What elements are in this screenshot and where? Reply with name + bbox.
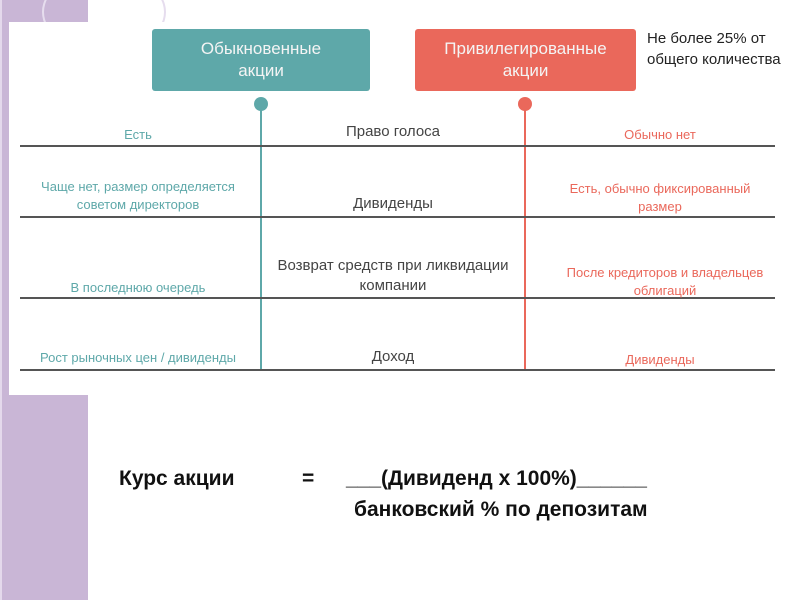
criterion-dividends: Дивиденды <box>353 195 433 212</box>
row-divider <box>20 297 775 299</box>
row-divider <box>20 145 775 147</box>
common-voting: Есть <box>124 127 152 142</box>
preferred-header-label: Привилегированные акции <box>444 39 607 80</box>
preferred-axis <box>524 104 526 370</box>
preferred-note: Не более 25% от общего количества <box>647 30 781 68</box>
common-liquidation: В последнюю очередь <box>70 280 206 295</box>
row-divider <box>20 369 775 371</box>
criterion-voting: Право голоса <box>345 123 441 140</box>
common-income: Рост рыночных цен / дивиденды <box>40 350 236 365</box>
comparison-diagram <box>9 22 779 395</box>
criterion-liquidation: Возврат средств при ликвидации компании <box>277 257 509 294</box>
formula-denominator: банковский % по депозитам <box>354 498 648 521</box>
formula-equals: = <box>302 467 315 490</box>
criterion-income: Доход <box>371 348 415 365</box>
common-axis <box>260 104 262 370</box>
preferred-income: Дивиденды <box>625 352 695 367</box>
preferred-shares-header: Привилегированные акции <box>415 29 636 91</box>
row-divider <box>20 216 775 218</box>
common-dividends: Чаще нет, размер определяется советом ди… <box>41 179 235 212</box>
preferred-dividends: Есть, обычно фиксированный размер <box>569 181 751 214</box>
preferred-voting: Обычно нет <box>624 127 696 142</box>
common-header-label: Обыкновенные акции <box>200 39 322 80</box>
preferred-liquidation: После кредиторов и владельцев облигаций <box>566 265 764 298</box>
common-shares-header: Обыкновенные акции <box>152 29 370 91</box>
formula-left: Курс акции <box>119 467 235 490</box>
formula-numerator: ___(Дивиденд х 100%)______ <box>346 467 647 490</box>
